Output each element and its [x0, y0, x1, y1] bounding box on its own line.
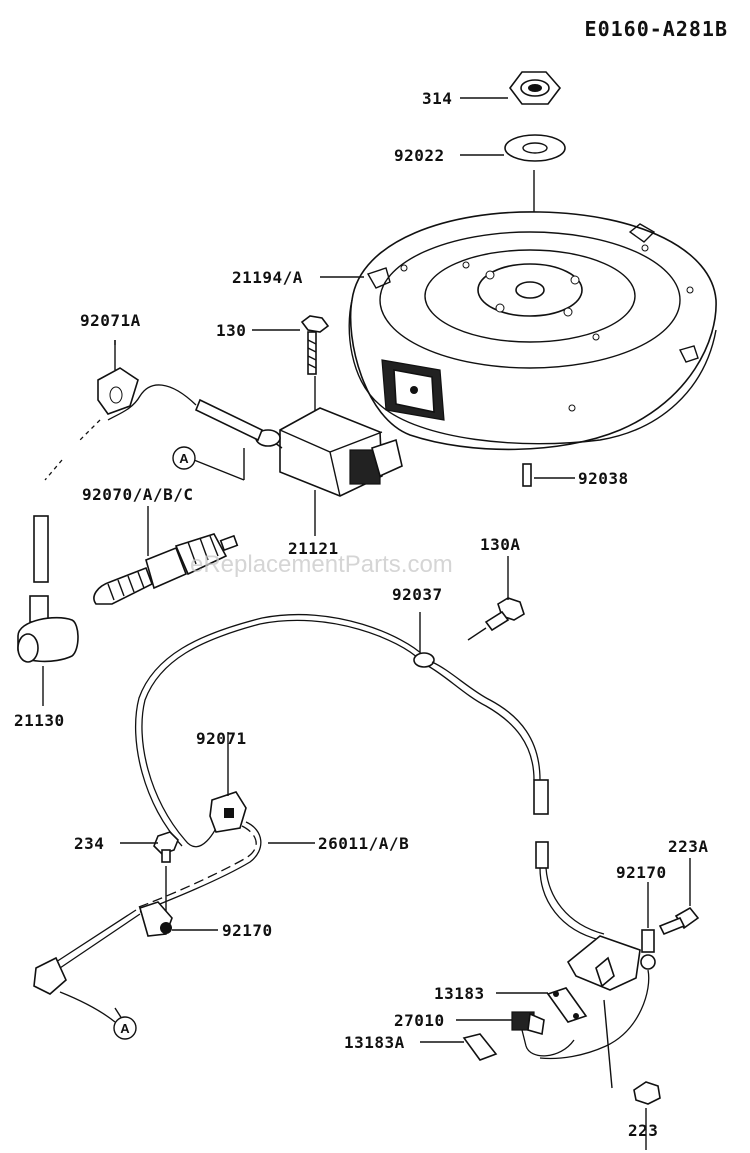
washer-92022 — [504, 134, 566, 162]
callout-92070: 92070/A/B/C — [82, 485, 193, 504]
callout-314: 314 — [422, 89, 452, 108]
nut-314 — [509, 71, 562, 105]
callout-234: 234 — [74, 834, 104, 853]
switch-27010 — [511, 1011, 575, 1057]
key-92038 — [522, 463, 532, 487]
screw-130A — [467, 597, 525, 641]
stop-terminal — [33, 956, 116, 1023]
callout-92170-left: 92170 — [222, 921, 273, 940]
screw-223A — [658, 906, 700, 936]
connector-end — [533, 779, 549, 815]
callout-27010: 27010 — [394, 1011, 445, 1030]
ignition-coil-21121 — [194, 398, 403, 497]
connector-lower — [535, 841, 549, 869]
terminal-92170-left — [139, 901, 173, 937]
callout-92037: 92037 — [392, 585, 443, 604]
screw-234 — [153, 831, 179, 863]
callout-21121: 21121 — [288, 539, 339, 558]
callout-130: 130 — [216, 321, 246, 340]
callout-21194: 21194/A — [232, 268, 303, 287]
callout-130A: 130A — [480, 535, 521, 554]
diagram-code: E0160-A281B — [585, 17, 728, 41]
plug-cap-21130 — [17, 595, 79, 663]
svg-text:A: A — [179, 451, 189, 466]
svg-text:A: A — [120, 1021, 130, 1036]
callout-92170-right: 92170 — [616, 863, 667, 882]
callout-26011: 26011/A/B — [318, 834, 409, 853]
clip-92071A — [97, 367, 139, 415]
callout-13183A: 13183A — [344, 1033, 405, 1052]
callout-92038: 92038 — [578, 469, 629, 488]
tube — [33, 515, 49, 583]
spark-plug-92070 — [93, 533, 239, 605]
bolt-130 — [300, 315, 330, 375]
bracket — [566, 935, 641, 991]
flywheel-21194 — [348, 211, 717, 451]
plate-13183 — [546, 987, 588, 1023]
callout-223A: 223A — [668, 837, 709, 856]
callout-92071A: 92071A — [80, 311, 141, 330]
watermark: eReplacementParts.com — [190, 551, 453, 578]
screw-223 — [603, 999, 661, 1105]
terminal-92170-right — [640, 929, 656, 970]
ref-marker-a-top: A — [172, 446, 196, 470]
callout-223: 223 — [628, 1121, 658, 1140]
callout-21130: 21130 — [14, 711, 65, 730]
callout-92071: 92071 — [196, 729, 247, 748]
plate-13183A — [462, 1033, 498, 1061]
callout-92022: 92022 — [394, 146, 445, 165]
clip-92071 — [209, 791, 247, 833]
ref-marker-a-bottom: A — [113, 1016, 137, 1040]
terminal-92037 — [413, 652, 541, 781]
callout-13183: 13183 — [434, 984, 485, 1003]
